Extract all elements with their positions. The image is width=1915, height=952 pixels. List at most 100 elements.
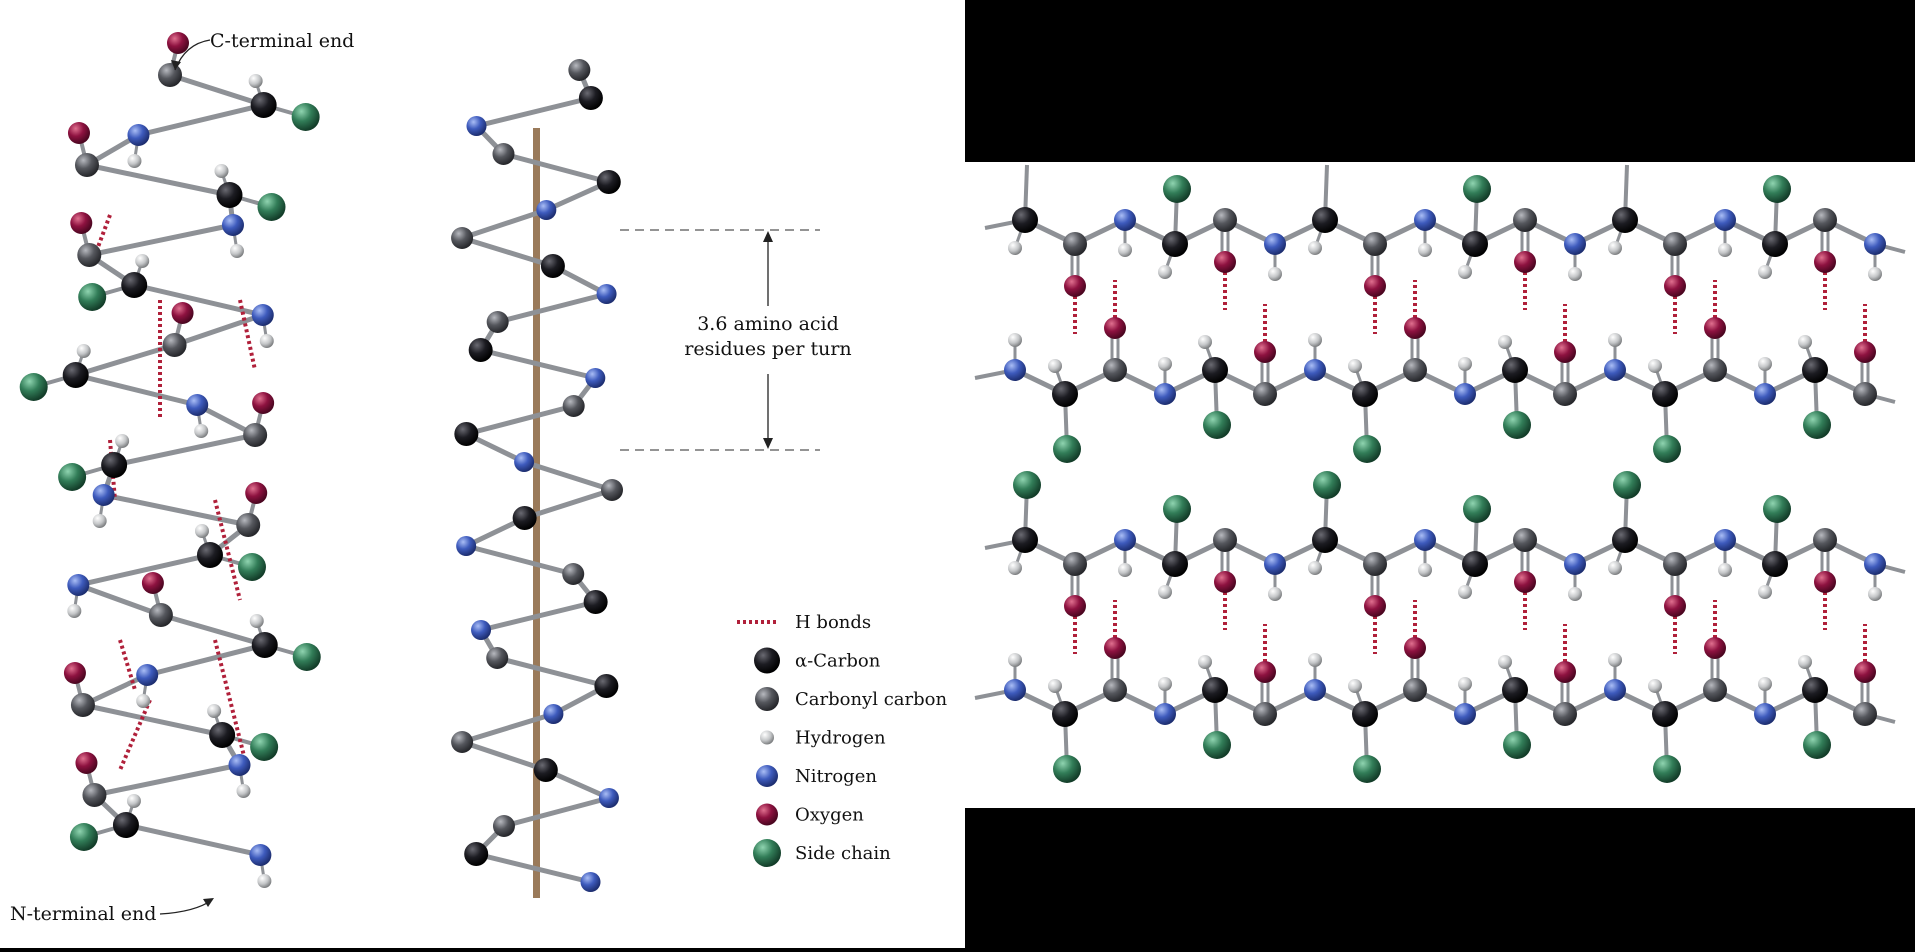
helix-hydrogen-bond [118,639,137,691]
hydrogen-atom [1158,677,1172,691]
legend-label: Hydrogen [795,728,886,749]
oxygen-atom [167,32,189,54]
helix-bond [86,222,236,258]
backbone-bond [501,795,612,829]
helix-atoms [19,32,321,888]
alpha-atom [583,590,608,614]
hydrogen-atom [1498,655,1512,669]
helix-bond [91,762,243,798]
sheet-hydrogen-bonds [1073,272,1867,662]
hydrogen-atom [1158,265,1172,279]
legend-item-hydrogen: Hydrogen [760,728,886,749]
backbone-bond [463,543,576,577]
turn-dimension: 3.6 amino acid residues per turn [620,229,852,451]
helix-bond [158,612,268,648]
hydrogen-atom [1758,357,1772,371]
carbonyl-atom [1103,358,1127,382]
hydrogen-atom [135,254,150,268]
sheet-atoms [1004,175,1886,783]
c-terminal-arrowhead [171,60,181,70]
nitrogen-swatch [756,765,778,787]
carbonyl-atom [1663,552,1687,576]
nitrogen-atom [1154,383,1176,405]
alpha-atom [540,254,565,278]
alpha-atom [250,92,277,118]
hydrogen-atom [1308,241,1322,255]
beta-sheet-diagram [974,164,1906,783]
nitrogen-atom [1264,233,1286,255]
helix-bond [172,312,266,348]
alpha-atom [1802,677,1828,703]
carbonyl-atom [1253,382,1277,406]
alpha-atom [101,452,128,478]
hydrogen-atom [194,424,209,438]
hydrogen-atom [136,694,151,708]
nitrogen-atom [1154,703,1176,725]
nitrogen-atom [1564,553,1586,575]
alpha-swatch [754,647,780,674]
nitrogen-atom [1754,383,1776,405]
carbonyl-atom [1063,232,1087,256]
legend-label: Side chain [795,843,891,864]
oxygen-atom [67,122,90,144]
hydrogen-atom [1418,563,1432,577]
alpha-atom [1162,551,1188,577]
side-atom [1053,755,1081,783]
hydrogen-atom [1458,357,1472,371]
hydrogen-atom [1458,265,1472,279]
carbonyl-atom [451,227,474,249]
side-atom [1463,175,1491,203]
oxygen-atom [1214,571,1236,593]
hydrogen-atom [1568,587,1582,601]
nitrogen-atom [1754,703,1776,725]
hydrogen-atom [1798,655,1812,669]
side-atom [237,553,266,581]
backbone-bond [474,95,594,129]
carbonyl-atom [162,333,187,357]
alpha-atom [121,272,148,298]
hydrogen-atom [1118,243,1132,257]
alpha-atom [1012,527,1038,553]
nitrogen-atom [585,368,606,388]
nitrogen-atom [251,304,274,326]
side-atom [1353,755,1381,783]
alpha-atom [1762,551,1788,577]
alpha-atom [512,506,537,530]
oxygen-atom [1704,317,1726,339]
nitrogen-atom [1454,383,1476,405]
legend-item-nitrogen: Nitrogen [756,765,877,787]
helix-hydrogen-bond [213,499,242,601]
nitrogen-atom [456,536,477,556]
side-swatch [753,839,781,867]
helix-bond [123,822,263,858]
legend-item-alpha: α-Carbon [754,647,881,674]
nitrogen-atom [186,394,209,416]
hydrogen-atom [1308,333,1322,347]
nitrogen-atom [471,620,492,640]
hydrogen-atom [1458,677,1472,691]
helix-hydrogen-bond [213,639,247,761]
hydrogen-atom [76,344,91,358]
hydrogen-atom [1418,243,1432,257]
alpha-atom [594,674,619,698]
oxygen-atom [1364,595,1386,617]
carbonyl-atom [492,143,515,165]
alpha-atom [1652,701,1678,727]
turn-arrowhead-bottom [763,438,773,449]
side-atom [58,463,87,491]
oxygen-atom [1404,317,1426,339]
side-atom [1803,731,1831,759]
nitrogen-atom [580,872,601,892]
hydrogen-atom [1758,585,1772,599]
hydrogen-atom [1608,653,1622,667]
legend-label: Oxygen [795,805,864,826]
carbonyl-atom [1213,528,1237,552]
oxygen-atom [1814,571,1836,593]
carbonyl-atom [1513,208,1537,232]
nitrogen-atom [1304,679,1326,701]
legend-item-hbond: H bonds [737,612,871,633]
nitrogen-atom [1114,209,1136,231]
hydrogen-atom [229,244,244,258]
helix-bond [167,72,267,108]
backbone-bond [478,347,598,381]
